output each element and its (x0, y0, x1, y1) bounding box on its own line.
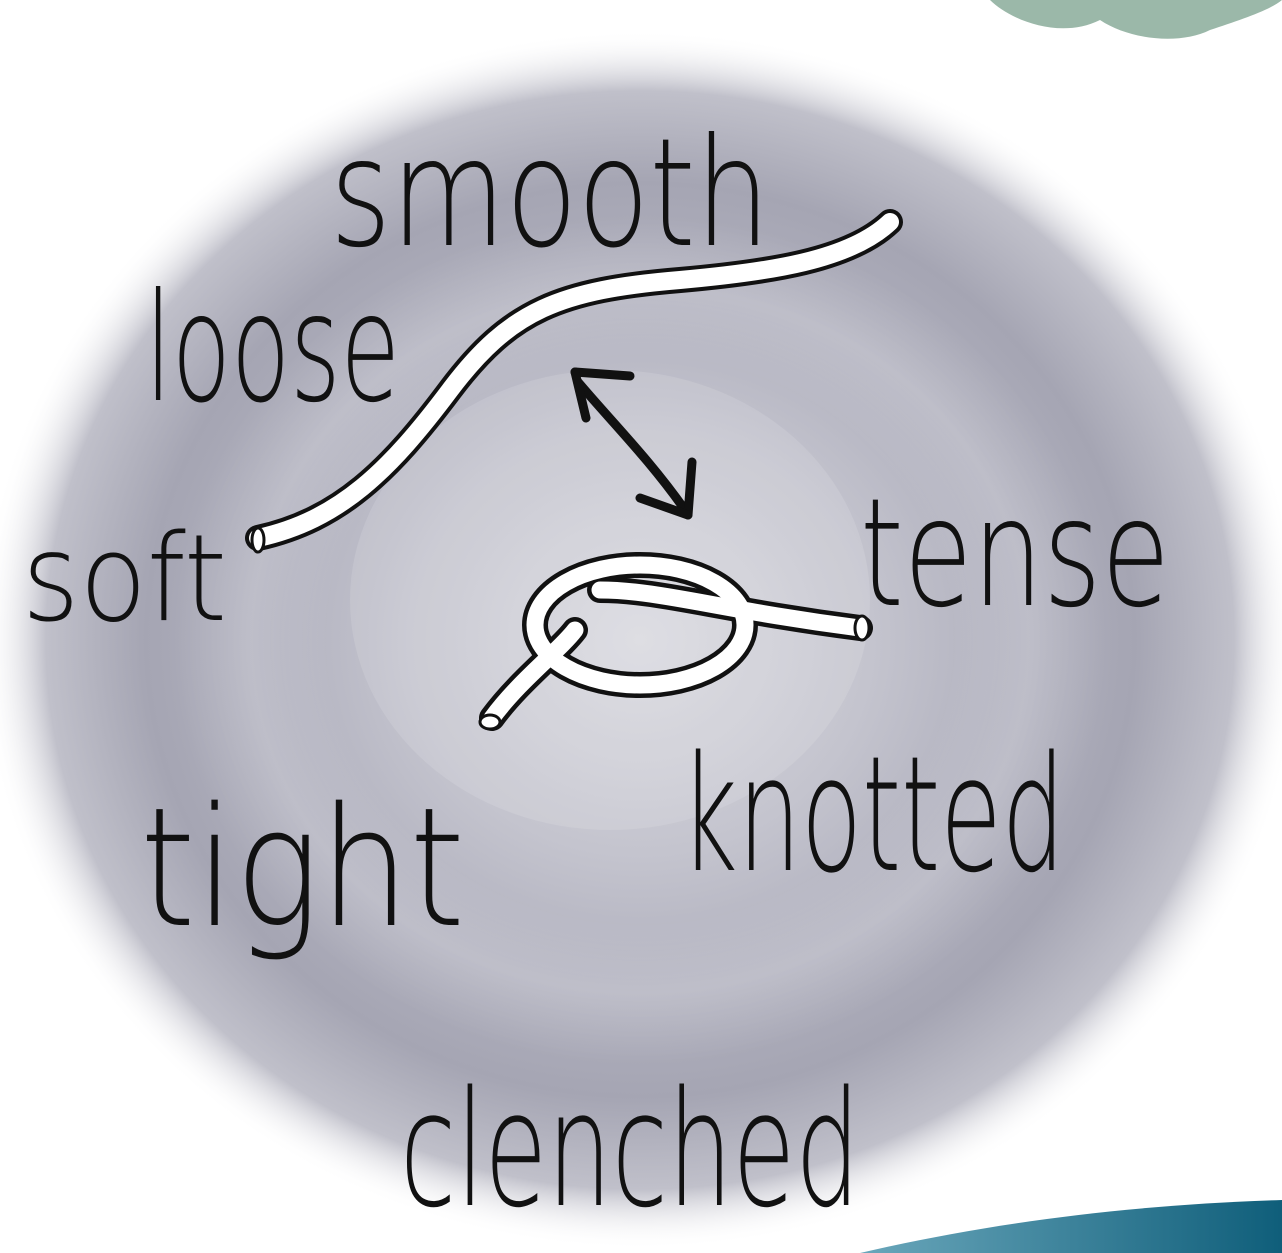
word-smooth: smooth (330, 107, 770, 281)
leaf-decoration (990, 0, 1282, 39)
word-loose: loose (145, 262, 400, 436)
word-soft: soft (22, 510, 227, 649)
word-tight: tight (140, 772, 465, 964)
word-knotted: knotted (680, 721, 1065, 908)
wave-decoration (860, 1200, 1282, 1253)
word-clenched: clenched (400, 1056, 860, 1243)
word-tense: tense (860, 467, 1170, 641)
